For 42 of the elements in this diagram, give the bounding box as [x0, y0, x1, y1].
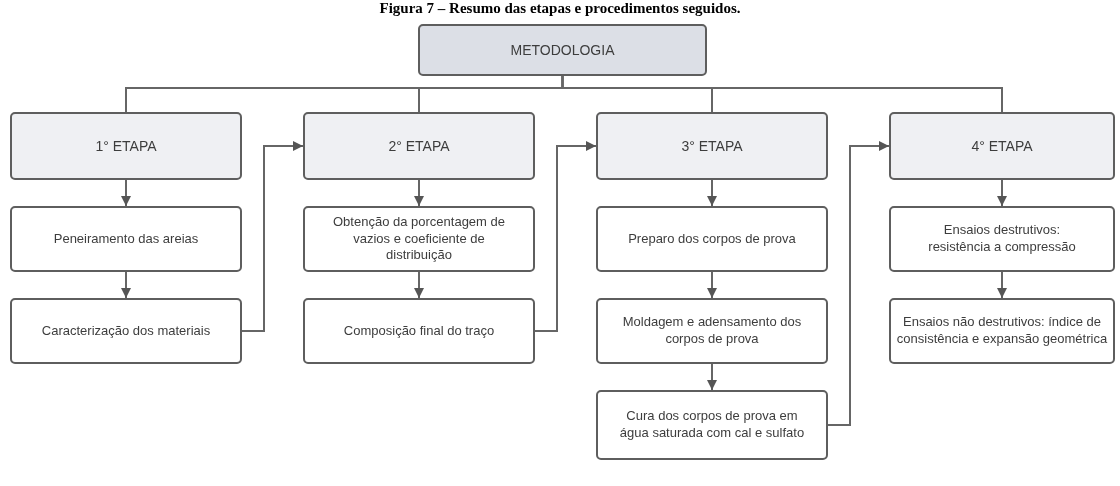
- node-label: Moldagem e adensamento dos corpos de prova: [621, 314, 803, 348]
- node-label: Cura dos corpos de prova em água saturada com cal e sulfato: [618, 408, 806, 442]
- figure-title: Figura 7 – Resumo das etapas e procedimentos seguidos.: [378, 0, 742, 17]
- process-box: [303, 206, 535, 272]
- arrow: [707, 363, 717, 391]
- connector-line: [561, 75, 1003, 113]
- process-box: [596, 298, 828, 364]
- arrow: [707, 179, 717, 207]
- node-label: Ensaios destrutivos: resistência a compressão: [927, 222, 1077, 256]
- process-box: [10, 298, 242, 364]
- node-label: 3° ETAPA: [681, 136, 743, 156]
- node-label: Caracterização dos materiais: [41, 322, 211, 340]
- arrow: [534, 141, 597, 332]
- stage-box: [303, 112, 535, 180]
- process-box: [889, 206, 1115, 272]
- node-label: 1° ETAPA: [95, 136, 157, 156]
- arrow: [997, 179, 1007, 207]
- node-label: 4° ETAPA: [971, 136, 1033, 156]
- stage-box: [889, 112, 1115, 180]
- process-box: [596, 390, 828, 460]
- arrow: [241, 141, 304, 332]
- arrow: [121, 179, 131, 207]
- process-box: [889, 298, 1115, 364]
- node-label: Preparo dos corpos de prova: [628, 230, 796, 248]
- node-label: Ensaios não destrutivos: índice de consistência e expansão geométrica: [895, 314, 1109, 348]
- stage-box: [596, 112, 828, 180]
- node-label: METODOLOGIA: [510, 40, 615, 60]
- process-box: [10, 206, 242, 272]
- arrow: [414, 271, 424, 299]
- node-label: Obtenção da porcentagem de vazios e coeficiente de distribuição: [332, 213, 506, 265]
- process-box: [596, 206, 828, 272]
- arrow: [121, 271, 131, 299]
- process-box: [303, 298, 535, 364]
- arrow: [827, 141, 890, 426]
- arrow: [997, 271, 1007, 299]
- arrow: [414, 179, 424, 207]
- arrow: [707, 271, 717, 299]
- root-box: [418, 24, 707, 76]
- node-label: Peneiramento das areias: [53, 230, 199, 248]
- node-label: 2° ETAPA: [388, 136, 450, 156]
- node-label: Composição final do traço: [343, 322, 495, 340]
- stage-box: [10, 112, 242, 180]
